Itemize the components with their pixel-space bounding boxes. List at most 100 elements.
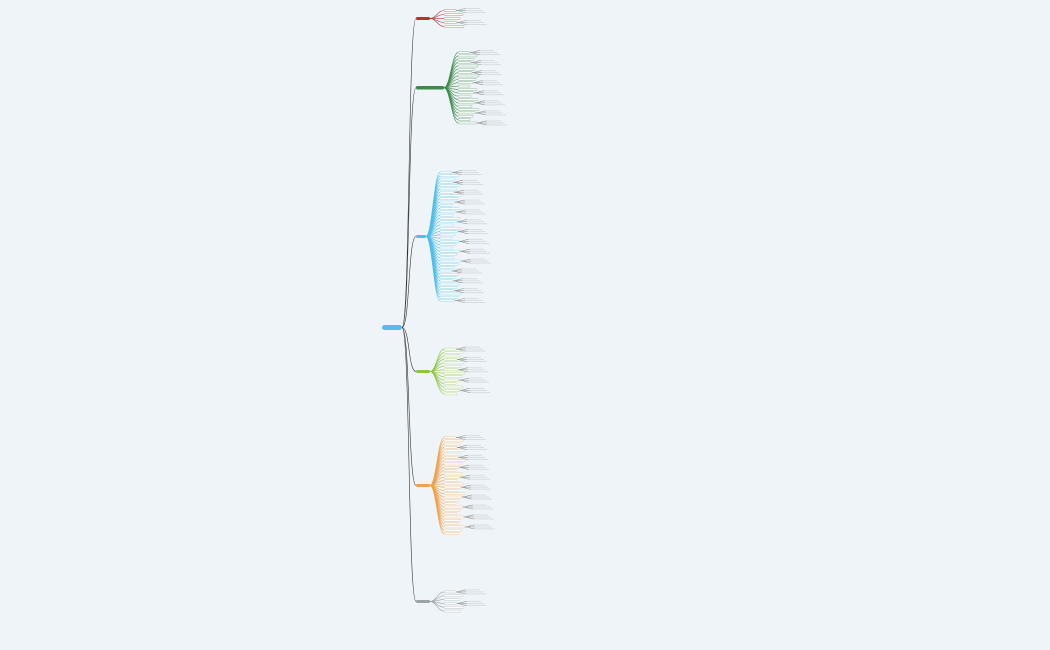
child-node-box[interactable] bbox=[439, 246, 454, 250]
child-node-box[interactable] bbox=[439, 233, 456, 237]
child-node[interactable] bbox=[439, 269, 453, 273]
child-node[interactable] bbox=[439, 240, 460, 243]
child-node[interactable] bbox=[443, 449, 465, 452]
child-node[interactable] bbox=[443, 602, 458, 605]
child-node-box[interactable] bbox=[457, 68, 476, 71]
child-node[interactable] bbox=[443, 436, 457, 439]
child-node[interactable] bbox=[443, 459, 466, 462]
child-node[interactable] bbox=[443, 499, 460, 502]
child-node[interactable] bbox=[443, 21, 458, 24]
child-node[interactable] bbox=[439, 253, 458, 256]
child-node[interactable] bbox=[443, 512, 458, 515]
child-node-box[interactable] bbox=[457, 84, 471, 88]
child-node[interactable] bbox=[439, 266, 456, 269]
child-node-box[interactable] bbox=[439, 220, 458, 223]
root-node-box[interactable] bbox=[382, 325, 402, 330]
child-node-box[interactable] bbox=[457, 118, 471, 121]
child-node-box[interactable] bbox=[457, 88, 478, 91]
child-node-box[interactable] bbox=[439, 273, 460, 276]
child-node-box[interactable] bbox=[457, 108, 480, 111]
child-node-box[interactable] bbox=[443, 502, 457, 505]
child-node-box[interactable] bbox=[443, 358, 458, 361]
child-node[interactable] bbox=[443, 469, 457, 472]
child-node-box[interactable] bbox=[443, 446, 458, 449]
child-node-box[interactable] bbox=[443, 505, 464, 509]
child-node[interactable] bbox=[439, 263, 459, 266]
child-node-box[interactable] bbox=[443, 439, 464, 442]
child-node-box[interactable] bbox=[443, 25, 465, 28]
child-node-box[interactable] bbox=[443, 590, 457, 594]
child-node[interactable] bbox=[443, 489, 459, 492]
child-node[interactable] bbox=[443, 515, 465, 519]
child-node[interactable] bbox=[457, 78, 477, 81]
child-node[interactable] bbox=[443, 351, 464, 354]
child-node[interactable] bbox=[443, 456, 459, 459]
child-node[interactable] bbox=[457, 105, 473, 108]
child-node-box[interactable] bbox=[443, 351, 464, 354]
child-node-box[interactable] bbox=[443, 482, 465, 485]
child-node-box[interactable] bbox=[439, 296, 459, 299]
child-node-box[interactable] bbox=[443, 354, 461, 358]
child-node-box[interactable] bbox=[443, 382, 457, 385]
child-node-box[interactable] bbox=[443, 489, 459, 492]
child-node-box[interactable] bbox=[439, 240, 460, 243]
child-node[interactable] bbox=[439, 259, 462, 263]
child-node[interactable] bbox=[439, 171, 453, 174]
child-node[interactable] bbox=[443, 446, 458, 449]
child-node[interactable] bbox=[439, 276, 457, 279]
child-node[interactable] bbox=[443, 389, 461, 392]
child-node[interactable] bbox=[443, 354, 461, 358]
child-node[interactable] bbox=[443, 525, 466, 529]
child-node-box[interactable] bbox=[457, 111, 477, 115]
child-node-box[interactable] bbox=[443, 515, 465, 519]
child-node-box[interactable] bbox=[439, 282, 461, 286]
child-node[interactable] bbox=[439, 256, 455, 259]
child-node[interactable] bbox=[439, 273, 460, 276]
child-node[interactable] bbox=[457, 74, 480, 78]
child-node-box[interactable] bbox=[443, 469, 457, 472]
child-node-box[interactable] bbox=[443, 509, 461, 512]
child-node[interactable] bbox=[443, 382, 457, 385]
child-node[interactable] bbox=[443, 378, 460, 382]
child-node-box[interactable] bbox=[439, 286, 458, 289]
child-node[interactable] bbox=[443, 609, 462, 613]
child-node-box[interactable] bbox=[457, 61, 472, 64]
child-node-box[interactable] bbox=[443, 486, 462, 489]
child-node-box[interactable] bbox=[443, 361, 465, 365]
child-node-box[interactable] bbox=[443, 529, 463, 532]
child-node-box[interactable] bbox=[457, 78, 477, 81]
child-node[interactable] bbox=[443, 347, 457, 351]
branch-node[interactable] bbox=[416, 370, 430, 373]
child-node[interactable] bbox=[439, 299, 456, 302]
root-node[interactable] bbox=[382, 325, 402, 330]
child-node-box[interactable] bbox=[443, 492, 466, 495]
child-node[interactable] bbox=[457, 84, 471, 88]
child-node-box[interactable] bbox=[439, 187, 458, 191]
child-node[interactable] bbox=[443, 375, 463, 378]
child-node-box[interactable] bbox=[443, 459, 466, 462]
child-node-box[interactable] bbox=[443, 519, 462, 522]
child-node[interactable] bbox=[443, 505, 464, 509]
child-node-box[interactable] bbox=[439, 181, 454, 184]
branch-node[interactable] bbox=[416, 235, 426, 238]
child-node[interactable] bbox=[457, 68, 476, 71]
child-node[interactable] bbox=[443, 594, 464, 597]
child-node[interactable] bbox=[443, 361, 465, 365]
child-node[interactable] bbox=[443, 452, 462, 456]
child-node[interactable] bbox=[439, 197, 459, 200]
child-node[interactable] bbox=[439, 223, 455, 227]
branch-node-box[interactable] bbox=[416, 370, 430, 373]
child-node-box[interactable] bbox=[443, 466, 460, 469]
child-node[interactable] bbox=[443, 479, 458, 482]
child-node-box[interactable] bbox=[439, 200, 456, 204]
child-node[interactable] bbox=[439, 282, 461, 286]
child-node[interactable] bbox=[443, 590, 457, 594]
child-node[interactable] bbox=[443, 9, 457, 12]
child-node-box[interactable] bbox=[443, 479, 458, 482]
child-node[interactable] bbox=[439, 194, 462, 197]
child-node-box[interactable] bbox=[443, 472, 464, 476]
child-node[interactable] bbox=[439, 286, 458, 289]
child-node-box[interactable] bbox=[457, 121, 478, 125]
child-node[interactable] bbox=[439, 207, 460, 210]
child-node[interactable] bbox=[439, 236, 453, 240]
